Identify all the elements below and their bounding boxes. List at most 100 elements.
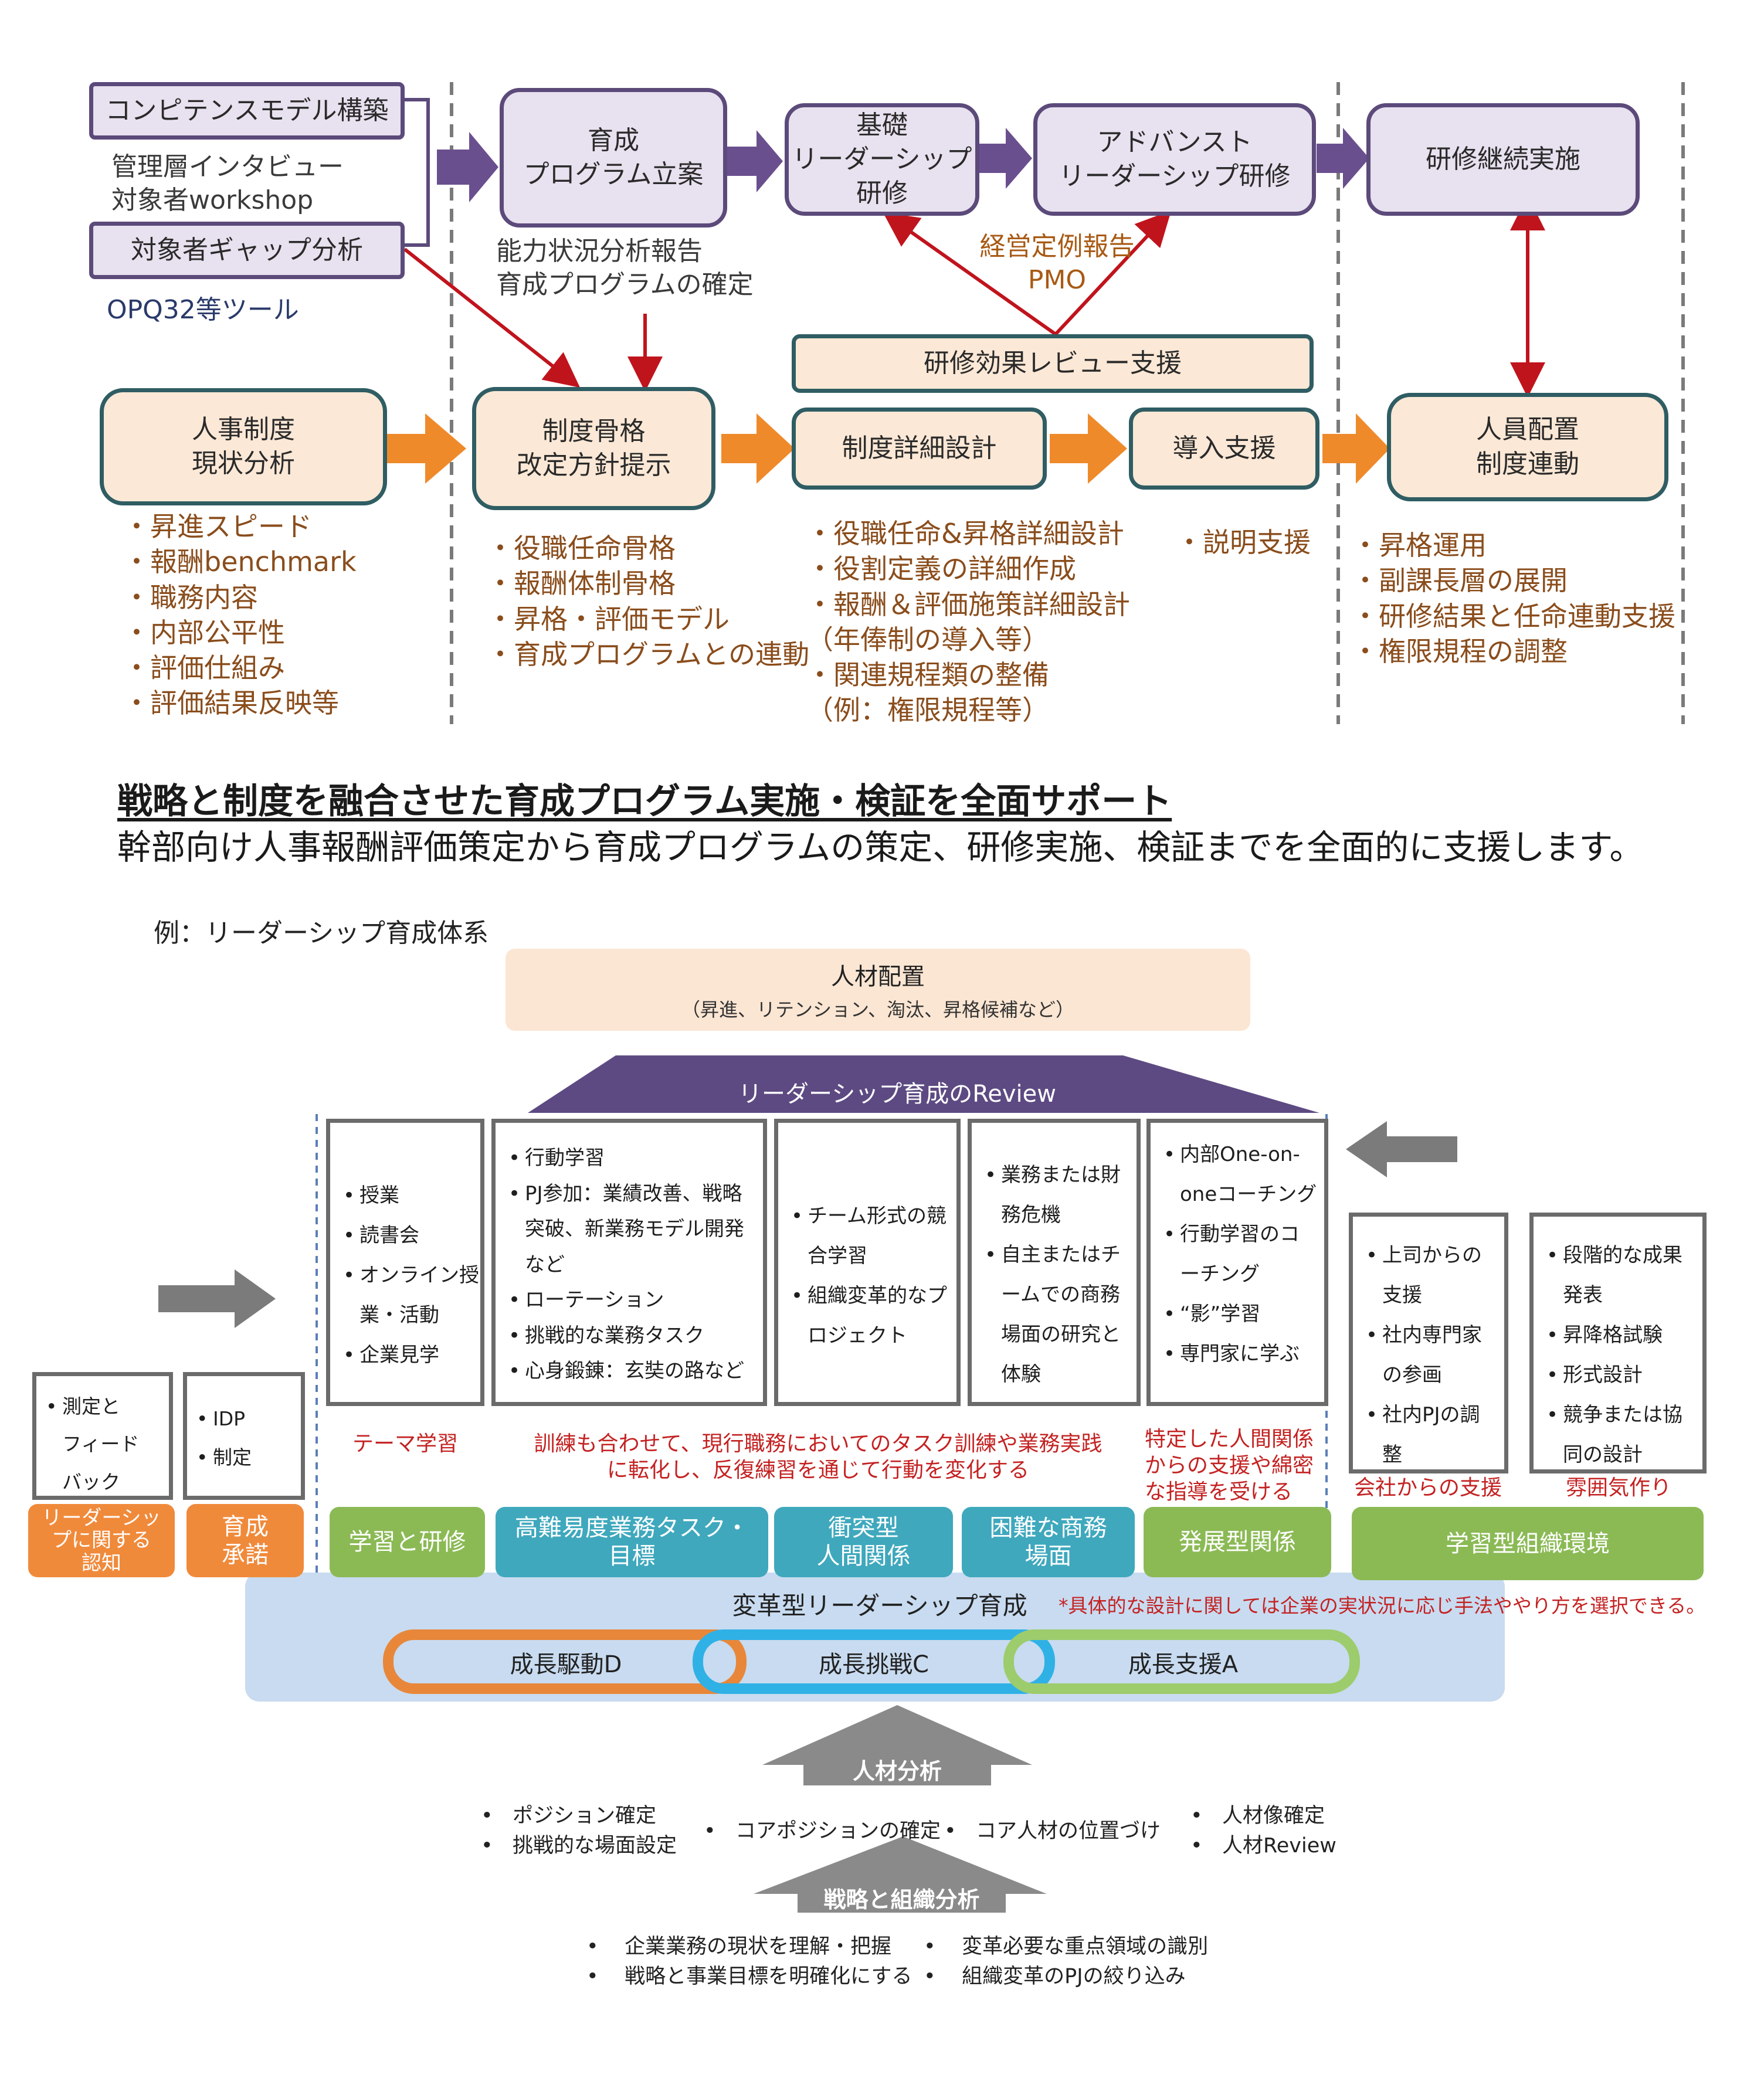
talent-arrow <box>762 1705 1032 1785</box>
orange-arrows <box>387 413 1390 484</box>
basic-training-line-3: 研修 <box>856 178 908 209</box>
list-item: PJ参加：業績改善、戦略突破、新業務モデル開発など <box>501 1176 755 1283</box>
pill-conflict: 衝突型 人間関係 <box>774 1507 953 1577</box>
pill-business-line-2: 場面 <box>1025 1543 1072 1570</box>
caption-atmosphere: 雰囲気作り <box>1565 1476 1671 1500</box>
list-item: ・副課長層の展開 <box>1352 565 1568 597</box>
caption-theme: テーマ学習 <box>352 1432 458 1456</box>
gap-analysis-box: 対象者ギャップ分析 <box>89 222 405 279</box>
growth-d-label: 成長駆動D <box>510 1651 622 1678</box>
list-item: 組織変革的なプロジェクト <box>784 1276 951 1356</box>
list-item: ・権限規程の調整 <box>1352 635 1568 667</box>
strategy-arrow <box>754 1836 1047 1913</box>
list-item: オンライン授業・活動 <box>336 1255 480 1335</box>
strategy-list-2: • 変革必要な重点領域の識別 • 組織変革のPJの絞り込み <box>924 1932 1208 1992</box>
pill-business: 困難な商務 場面 <box>962 1507 1135 1577</box>
bracket-connector <box>405 98 430 247</box>
review-roof <box>528 1055 1319 1113</box>
list-item: チーム形式の競合学習 <box>784 1196 951 1276</box>
list-item: 自主またはチームでの商務場面の研究と体験 <box>978 1235 1131 1394</box>
intro-support-list: ・説明支援 <box>1176 525 1311 560</box>
continued-training-box: 研修継続実施 <box>1366 103 1640 216</box>
continued-training-label: 研修継続実施 <box>1426 144 1580 174</box>
basic-training-line-2: リーダーシップ <box>792 144 972 174</box>
pill-commit-line-1: 育成 <box>222 1513 269 1540</box>
pill-commit: 育成 承諾 <box>186 1504 304 1577</box>
coaching-box: 内部One-on-oneコーチング 行動学習のコーチング “影”学習 専門家に学… <box>1146 1119 1328 1406</box>
list-item: • コアポジションの確定 <box>704 1819 941 1843</box>
list-item: 制定 <box>189 1438 298 1477</box>
list-item: ・役職任命&昇格詳細設計 <box>806 518 1124 549</box>
list-item: 企業見学 <box>336 1335 480 1375</box>
caption-training-line-2: に転化し、反復練習を通じて行動を変化する <box>606 1458 1029 1482</box>
pill-awareness: リーダーシッ プに関する 認知 <box>28 1504 175 1577</box>
headline-subtitle: 幹部向け人事報酬評価策定から育成プログラムの策定、研修実施、検証までを全面的に支… <box>117 827 1644 867</box>
list-item: • 人材像確定 <box>1190 1804 1325 1828</box>
hr-current-line-2: 現状分析 <box>192 449 295 478</box>
strategy-analysis-label: 戦略と組織分析 <box>823 1886 980 1913</box>
list-item: 内部One-on-oneコーチング <box>1156 1135 1318 1214</box>
opq-tool-label: OPQ32等ツール <box>107 295 299 325</box>
list-item: ・説明支援 <box>1176 527 1311 558</box>
mgmt-report-line-1: 経営定例報告 <box>979 232 1135 262</box>
advanced-training-line-2: リーダーシップ研修 <box>1059 161 1291 191</box>
learning-box: 授業 読書会 オンライン授業・活動 企業見学 <box>326 1119 484 1406</box>
intro-support-label: 導入支援 <box>1172 433 1276 463</box>
list-item: 行動学習 <box>501 1140 755 1176</box>
program-plan-line-1: 育成 <box>588 125 639 155</box>
left-gray-arrow <box>1346 1121 1457 1177</box>
list-item: 競争または協同の設計 <box>1539 1395 1697 1475</box>
competency-model-box: コンピテンスモデル構築 <box>89 82 405 140</box>
list-item: ・昇格・評価モデル <box>487 603 730 635</box>
pill-learning: 学習と研修 <box>330 1507 485 1577</box>
advanced-training-line-1: アドバンスト <box>1097 127 1253 157</box>
pill-awareness-line-1: リーダーシッ <box>42 1506 161 1530</box>
list-item: • 戦略と事業目標を明確化にする <box>586 1964 912 1988</box>
gap-analysis-label: 対象者ギャップ分析 <box>131 235 363 265</box>
headline-title: 戦略と制度を融合させた育成プログラム実施・検証を全面サポート <box>117 781 1172 822</box>
growth-ring-a <box>1003 1629 1360 1694</box>
hr-current-box: 人事制度 現状分析 <box>100 388 387 505</box>
list-item: • ポジション確定 <box>481 1804 657 1828</box>
talent-list-3: • コア人材の位置づけ <box>944 1816 1161 1846</box>
review-support-box: 研修効果レビュー支援 <box>792 334 1314 393</box>
purple-arrows <box>437 128 1369 202</box>
competency-model-label: コンピテンスモデル構築 <box>105 95 389 125</box>
caption-relation-line-1: 特定した人間関係 <box>1145 1427 1314 1451</box>
talent-list-2: • コアポジションの確定 <box>704 1816 941 1846</box>
list-item: 授業 <box>336 1176 480 1215</box>
list-item: ・昇格運用 <box>1352 529 1487 561</box>
basic-training-box: 基礎 リーダーシップ 研修 <box>785 103 979 216</box>
list-item: 専門家に学ぶ <box>1156 1334 1318 1374</box>
top-flow-connectors <box>387 82 1685 724</box>
list-item: ・職務内容 <box>123 581 258 613</box>
list-item: 読書会 <box>336 1215 480 1255</box>
system-detail-box: 制度詳細設計 <box>792 408 1047 490</box>
list-item: IDP <box>189 1400 298 1438</box>
hr-current-line-1: 人事制度 <box>192 414 295 444</box>
list-item: ローテーション <box>501 1282 755 1318</box>
conflict-box: チーム形式の競合学習 組織変革的なプロジェクト <box>774 1119 961 1406</box>
list-item: 社内PJの調整 <box>1359 1395 1498 1475</box>
bottom-shapes <box>158 1055 1505 1913</box>
growth-ring-c <box>693 1629 1055 1694</box>
pill-conflict-line-1: 衝突型 <box>828 1515 899 1541</box>
list-item: • コア人材の位置づけ <box>944 1819 1161 1843</box>
pill-env: 学習型組織環境 <box>1352 1507 1704 1580</box>
list-item: ・育成プログラムとの連動 <box>487 638 810 670</box>
staffing-link-line-2: 制度連動 <box>1476 449 1579 479</box>
list-item: 昇降格試験 <box>1539 1315 1697 1355</box>
list-item: ・昇進スピード <box>123 511 312 542</box>
list-item: ・役職任命骨格 <box>487 532 676 564</box>
phase-separators <box>450 82 1685 724</box>
pill-develop: 発展型関係 <box>1144 1507 1331 1577</box>
placement-box: 人材配置 （昇進、リテンション、淘汰、昇格候補など） <box>506 949 1250 1031</box>
system-outline-box: 制度骨格 改定方針提示 <box>472 387 715 510</box>
idp-box: IDP 制定 <box>183 1372 305 1500</box>
talent-analysis-label: 人材分析 <box>852 1758 942 1784</box>
strategy-list-1: • 企業業務の現状を理解・把握 • 戦略と事業目標を明確化にする <box>586 1932 912 1992</box>
advanced-training-box: アドバンスト リーダーシップ研修 <box>1033 103 1316 216</box>
pill-develop-label: 発展型関係 <box>1179 1529 1296 1556</box>
